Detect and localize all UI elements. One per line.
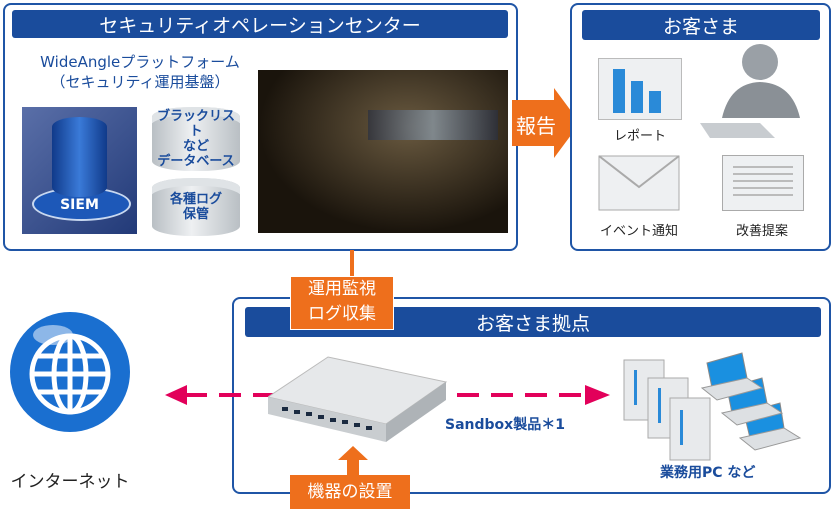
log-storage: 各種ログ保管: [152, 178, 240, 236]
report-arrow-label: 報告: [516, 114, 556, 138]
event-label: イベント通知: [599, 224, 678, 239]
siem-label: SIEM: [60, 197, 99, 213]
globe-icon: [10, 312, 130, 432]
network-connection-arrow: [165, 385, 610, 405]
blacklist-database: ブラックリストなどデータベース: [152, 107, 240, 171]
platform-name: WideAngleプラットフォーム: [40, 53, 240, 71]
soc-photo: [258, 70, 508, 233]
improve-label: 改善提案: [735, 224, 788, 239]
platform-label: WideAngleプラットフォーム （セキュリティ運用基盤）: [20, 52, 260, 92]
document-icon: [722, 155, 804, 211]
sandbox-appliance-icon: [268, 356, 448, 442]
customer-title: お客さま: [582, 10, 820, 40]
platform-sub: （セキュリティ運用基盤）: [50, 73, 230, 91]
siem-image: SIEM: [22, 107, 137, 234]
install-arrow: [338, 446, 368, 476]
footnote-mark: ＊1: [541, 417, 565, 433]
sandbox-label: Sandbox製品＊1: [445, 417, 565, 433]
envelope-icon: [598, 155, 680, 211]
report-chart-icon: [598, 58, 682, 120]
monitor-label: 運用監視ログ収集: [290, 276, 394, 330]
pcs-label: 業務用PC など: [660, 465, 756, 481]
internet-label: インターネット: [10, 472, 130, 492]
report-label: レポート: [613, 129, 666, 144]
person-at-laptop-icon: [700, 44, 800, 138]
install-label: 機器の設置: [290, 475, 410, 509]
report-arrow: [512, 88, 580, 158]
soc-title: セキュリティオペレーションセンター: [12, 10, 508, 38]
business-pcs-icon: [623, 352, 802, 461]
